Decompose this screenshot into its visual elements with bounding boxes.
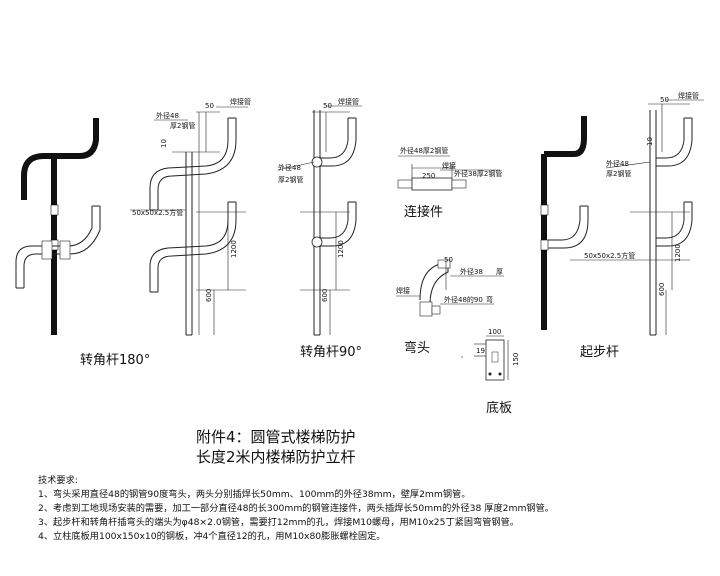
callout-elbow-od38: 外径38 <box>460 267 483 276</box>
title-line1: 附件4：圆管式楼梯防护 <box>196 428 356 446</box>
dim-600-b: 600 <box>321 289 329 302</box>
callout-od38: 外径38厚2钢管 <box>454 169 502 178</box>
dim-100: 100 <box>488 328 501 336</box>
callout-bend-c: 焊接管 <box>678 91 699 100</box>
callout-bend-b: 焊接管 <box>338 97 359 106</box>
connector-label: 连接件 <box>404 204 443 220</box>
callout-od48-side-a1: 外径48 <box>156 111 179 120</box>
note-item-1: 1、弯头采用直径48的钢管90度弯头，两头分别插焊长50mm、100mm的外径3… <box>38 488 470 500</box>
elbow-label: 弯头 <box>404 340 430 356</box>
dim-600-a: 600 <box>205 289 213 302</box>
start-label: 起步杆 <box>580 345 619 360</box>
start-handrail <box>544 116 587 157</box>
callout-od48-side-a2: 外径48 <box>278 163 301 172</box>
callout-weld-a: 焊接 <box>442 161 456 170</box>
steel-tube-label-b: 50x50x2.5方管 <box>584 251 635 260</box>
dim-250: 250 <box>422 172 435 180</box>
dim-1200-b: 1200 <box>337 240 345 258</box>
callout-od48-side-b1: 厚2钢管 <box>170 121 195 130</box>
baseplate-label: 底板 <box>486 400 512 416</box>
figure-post-dims-right: 50 10 1200 600 50x50x2.5方管 焊接管 外径48 厚2钢管 <box>570 91 704 336</box>
callout-weld-b: 焊接 <box>396 286 410 295</box>
callout-elbow-od48-b: 弯 <box>486 295 493 304</box>
corner180-label: 转角杆180° <box>80 353 150 368</box>
dim-1200-a: 1200 <box>230 240 238 258</box>
callout-start-od48-b: 厚2钢管 <box>606 169 631 178</box>
dim-50-d: 50 <box>660 96 669 104</box>
figure-connector: 250 外径48厚2钢管 焊接 外径38厚2钢管 连接件 <box>397 146 502 220</box>
figure-baseplate: 100 19 150 底板 <box>461 328 520 416</box>
figure-start: 起步杆 <box>540 116 619 360</box>
dim-50-c: 50 <box>444 256 453 264</box>
note-item-3: 3、起步杆和转角杆插弯头的端头为φ48×2.0钢管，需要打12mm的孔，焊接M1… <box>38 516 519 528</box>
callout-bend-a: 焊接管 <box>230 97 251 106</box>
notes-heading: 技术要求: <box>38 474 78 486</box>
figure-corner180: 转角杆180° <box>15 118 150 368</box>
note-item-4: 4、立柱底板用100x150x10的钢板，冲4个直径12的孔，用M10x80膨胀… <box>38 530 385 542</box>
callout-od48-2: 外径48厚2钢管 <box>400 146 448 155</box>
corner180-handrail <box>21 118 99 200</box>
title-line2: 长度2米内楼梯防护立杆 <box>196 448 356 466</box>
figure-elbow: 50 外径38 厚 焊接 外径48的90 弯 弯头 <box>396 256 504 356</box>
steel-tube-label-a: 50x50x2.5方管 <box>132 208 183 217</box>
figure-corner90: 50 1200 600 焊接管 外径48 厚2钢管 转角杆90° <box>277 97 362 360</box>
dim-150: 150 <box>512 353 520 366</box>
dim-10-a: 10 <box>160 139 168 148</box>
corner90-label: 转角杆90° <box>300 345 362 360</box>
dim-600-c: 600 <box>658 283 666 296</box>
callout-elbow-od38-b: 厚 <box>496 268 503 276</box>
dim-10-b: 10 <box>646 137 654 146</box>
callout-start-od48-a: 外径48 <box>606 159 629 168</box>
figure-post-dims: 50 10 1200 600 50x50x2.5方管 焊接管 外径48 厚2钢管 <box>130 97 251 336</box>
dim-50-a: 50 <box>205 102 214 110</box>
note-item-2: 2、考虑到工地现场安装的需要，加工一部分直径48的长300mm的钢管连接件，两头… <box>38 502 554 514</box>
callout-od48-side-b2: 厚2钢管 <box>278 175 303 184</box>
dim-1200-c: 1200 <box>674 244 682 262</box>
callout-elbow-od48: 外径48的90 <box>444 295 483 304</box>
dim-19: 19 <box>476 347 485 355</box>
